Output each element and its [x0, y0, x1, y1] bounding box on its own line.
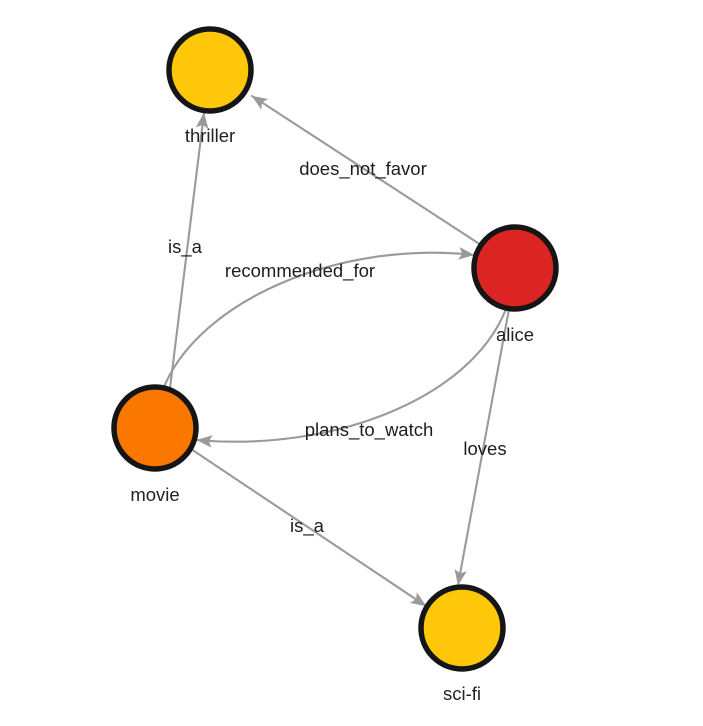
node-thriller[interactable]	[166, 26, 254, 114]
edge-movie-alice[interactable]	[162, 247, 476, 389]
node-label-alice: alice	[496, 324, 534, 345]
node-label-thriller: thriller	[185, 125, 235, 146]
node-alice[interactable]	[471, 224, 559, 312]
edge-label-alice-scifi: loves	[463, 438, 506, 459]
node-sci-fi[interactable]	[418, 584, 506, 672]
node-label-sci-fi: sci-fi	[443, 683, 481, 704]
edge-label-alice-thriller: does_not_favor	[299, 158, 427, 180]
edge-labels-layer: does_not_favor is_a recommended_for plans_t…	[168, 158, 507, 537]
edge-movie-scifi[interactable]	[189, 447, 428, 608]
node-label-movie: movie	[130, 484, 179, 505]
nodes-layer	[111, 26, 559, 672]
edge-label-movie-thriller: is_a	[168, 236, 203, 258]
edge-alice-scifi[interactable]	[454, 307, 511, 587]
edge-alice-thriller[interactable]	[250, 94, 483, 247]
edge-movie-thriller[interactable]	[168, 111, 209, 390]
edge-label-movie-alice: recommended_for	[225, 260, 375, 282]
edges-layer	[162, 94, 511, 608]
edge-label-movie-scifi: is_a	[290, 515, 325, 537]
edge-alice-movie[interactable]	[195, 307, 508, 448]
node-labels-layer: thriller alice movie sci-fi	[130, 125, 534, 704]
edge-label-alice-movie: plans_to_watch	[305, 419, 434, 441]
node-movie[interactable]	[111, 384, 199, 472]
